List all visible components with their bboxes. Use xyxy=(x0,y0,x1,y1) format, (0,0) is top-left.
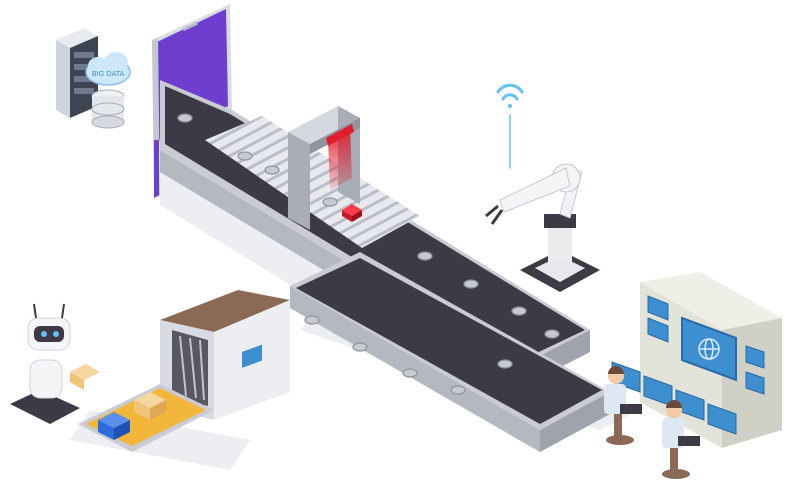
wifi-signal-icon xyxy=(496,83,524,169)
operator-1 xyxy=(604,366,642,445)
operator-2 xyxy=(662,400,700,479)
scanner-gate xyxy=(288,106,360,230)
conveyor-lower xyxy=(290,252,610,452)
blue-boxes xyxy=(98,412,130,440)
database-icon xyxy=(91,89,125,129)
side-monitors xyxy=(647,295,765,395)
red-part xyxy=(342,204,362,222)
cloud-icon: BIG DATA xyxy=(85,52,131,86)
control-panel xyxy=(611,272,782,448)
globe-icon xyxy=(698,338,720,360)
output-belt xyxy=(78,384,214,452)
cloud-label: BIG DATA xyxy=(92,70,125,78)
service-robot xyxy=(10,303,100,424)
server-rack xyxy=(56,28,98,118)
cardboard-box xyxy=(134,392,166,420)
robot-arm xyxy=(485,83,600,292)
server-rack-icon xyxy=(74,52,94,94)
